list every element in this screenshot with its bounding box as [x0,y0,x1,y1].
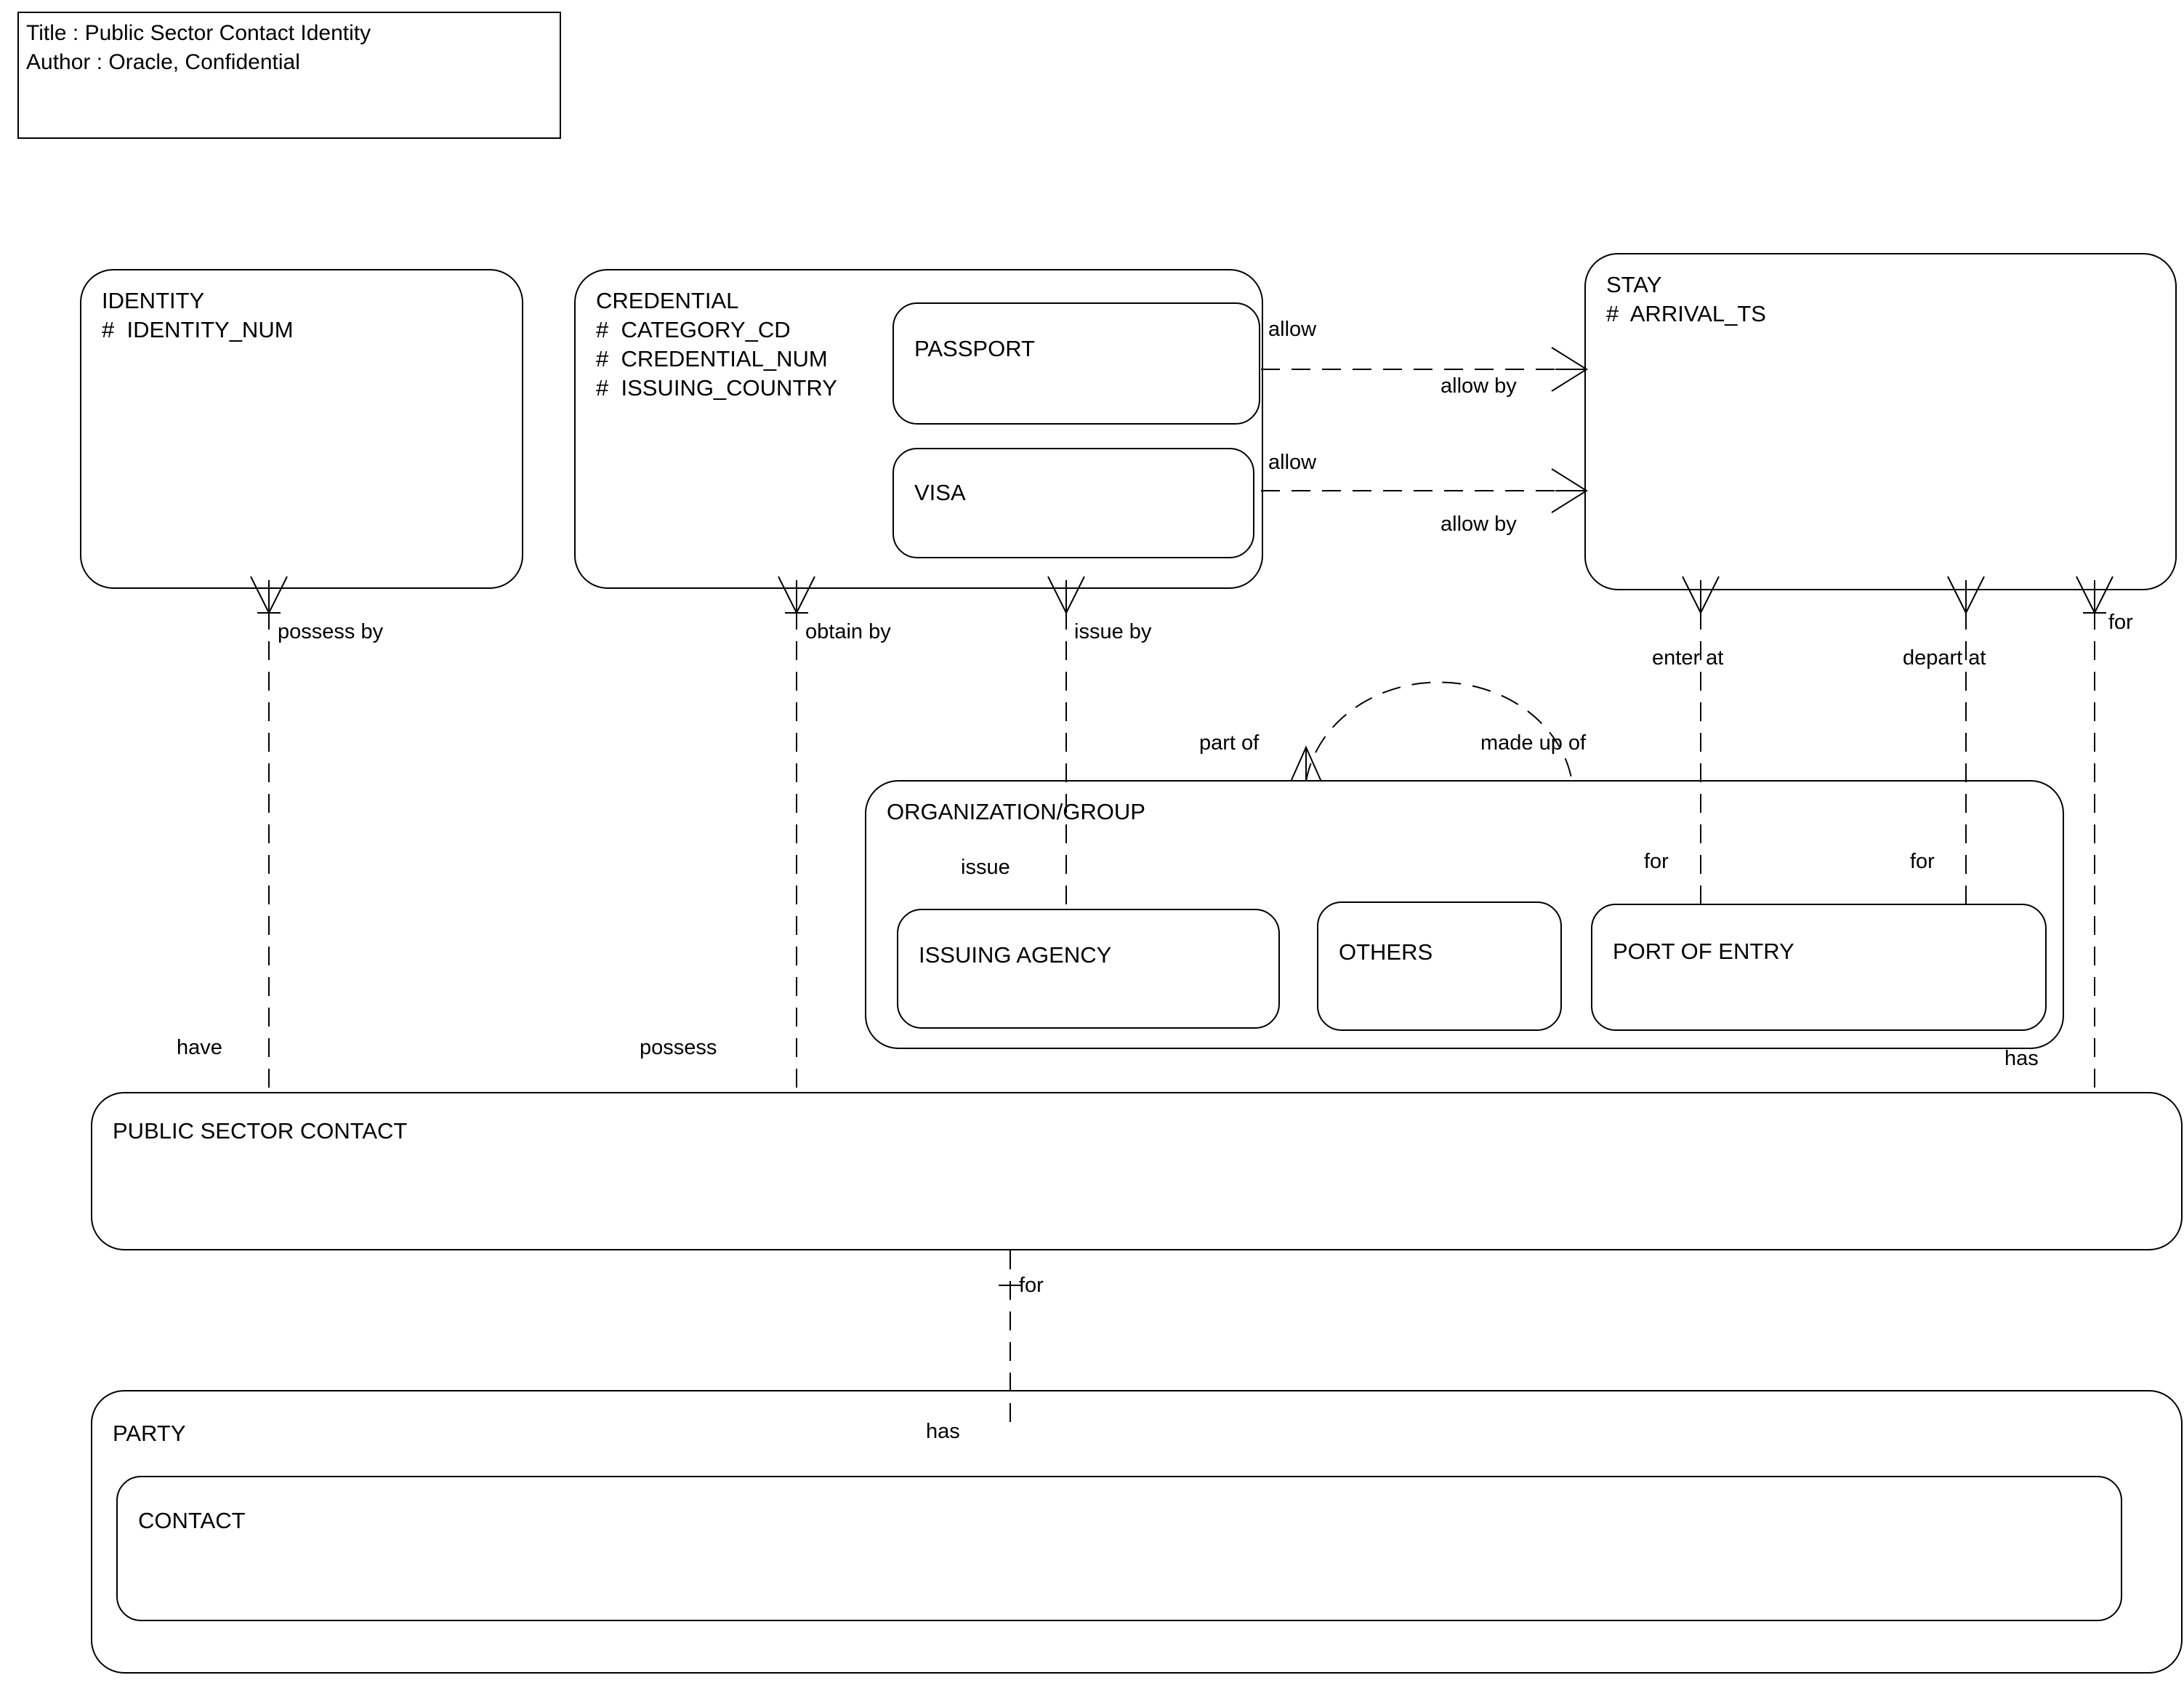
attribute-row: # IDENTITY_NUM [102,317,294,342]
entity-others[interactable]: OTHERS [1317,901,1562,1031]
entity-credential[interactable]: CREDENTIAL # CATEGORY_CD # CREDENTIAL_NU… [574,269,1263,589]
rel-label-identity-possess-by: possess by [278,620,384,643]
legend-title: Title : Public Sector Contact Identity [26,21,371,45]
rel-label-visa-allow: allow [1268,451,1317,474]
entity-organization-group-title: ORGANIZATION/GROUP [887,799,1145,824]
rel-label-org-made-up-of: made up of [1480,731,1587,755]
entity-visa-title: VISA [914,480,966,505]
entity-organization-group[interactable]: ORGANIZATION/GROUP [865,780,2064,1049]
attribute-row: # CATEGORY_CD [596,317,791,342]
entity-identity-title: IDENTITY [102,288,205,313]
rel-label-passport-allow-by: allow by [1440,374,1517,398]
entity-others-title: OTHERS [1339,939,1433,965]
entity-issuing-agency-title: ISSUING AGENCY [919,942,1112,968]
entity-port-of-entry[interactable]: PORT OF ENTRY [1591,904,2047,1031]
entity-party[interactable]: PARTY [91,1390,2183,1674]
entity-issuing-agency[interactable]: ISSUING AGENCY [897,909,1280,1029]
rel-label-credential-issue-by: issue by [1074,620,1152,643]
entity-contact[interactable]: CONTACT [116,1476,2122,1621]
entity-contact-title: CONTACT [138,1508,246,1533]
entity-passport[interactable]: PASSPORT [892,302,1260,425]
entity-identity-attributes: # IDENTITY_NUM [102,316,294,345]
entity-port-of-entry-title: PORT OF ENTRY [1613,939,1794,964]
rel-label-visa-allow-by: allow by [1440,513,1517,536]
entity-credential-attributes: # CATEGORY_CD # CREDENTIAL_NUM # ISSUING… [596,316,837,403]
entity-party-title: PARTY [113,1421,186,1446]
entity-credential-title: CREDENTIAL [596,288,739,313]
rel-label-stay-enter-at: enter at [1652,646,1724,670]
entity-identity[interactable]: IDENTITY # IDENTITY_NUM [80,269,523,589]
rel-label-credential-obtain-by: obtain by [805,620,891,643]
attribute-row: # CREDENTIAL_NUM [596,346,828,371]
crowsfoot-passport-stay [1551,347,1588,392]
rel-label-poe-for-depart: for [1910,850,1935,873]
rel-label-poe-for-enter: for [1644,850,1669,873]
rel-label-party-has: has [926,1420,960,1443]
attribute-row: # ARRIVAL_TS [1606,301,1766,326]
rel-label-identity-have: have [177,1036,222,1059]
legend-author: Author : Oracle, Confidential [26,50,300,74]
entity-public-sector-contact-title: PUBLIC SECTOR CONTACT [113,1118,408,1144]
entity-passport-title: PASSPORT [914,336,1035,361]
rel-label-psc-has: has [2004,1047,2039,1070]
entity-stay-title: STAY [1606,272,1662,297]
rel-label-credential-possess: possess [640,1036,717,1059]
crowsfoot-visa-stay [1551,468,1588,513]
entity-visa[interactable]: VISA [892,448,1254,558]
rel-label-psc-for-party: for [1019,1274,1044,1297]
diagram-legend-box: Title : Public Sector Contact Identity A… [17,12,561,139]
rel-label-passport-allow: allow [1268,318,1317,341]
attribute-row: # ISSUING_COUNTRY [596,375,837,401]
entity-public-sector-contact[interactable]: PUBLIC SECTOR CONTACT [91,1092,2183,1250]
entity-stay[interactable]: STAY # ARRIVAL_TS [1584,253,2177,590]
rel-label-org-part-of: part of [1199,731,1260,755]
rel-label-stay-for-right: for [2108,611,2133,634]
rel-label-org-issue: issue [961,856,1010,879]
entity-stay-attributes: # ARRIVAL_TS [1606,300,1766,329]
rel-label-stay-depart-at: depart at [1903,646,1986,670]
crowsfoot-part-of [1290,745,1322,782]
